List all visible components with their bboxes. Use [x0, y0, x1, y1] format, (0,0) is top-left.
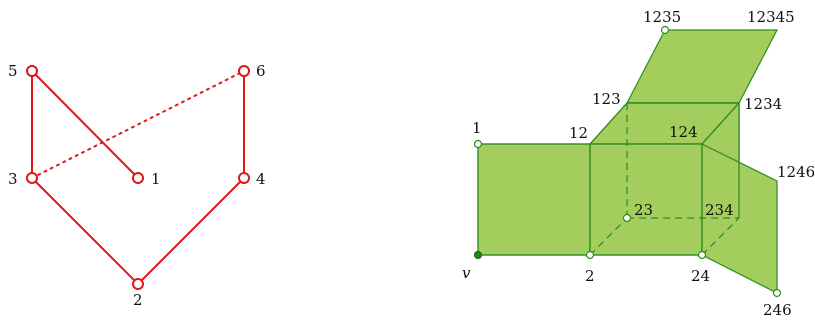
poset-node-2: [132, 278, 144, 290]
poset-node-6: [238, 65, 250, 77]
face-left-square: [477, 143, 591, 256]
cubical-complex: v 1 2 12 24 123 124 1234 1235 12345 1246…: [462, 8, 815, 319]
face-top-parallelogram: [626, 29, 778, 104]
edge-2-3: [31, 177, 139, 285]
label-23: 23: [634, 201, 653, 219]
label-2: 2: [585, 267, 595, 285]
label-246: 246: [763, 301, 792, 319]
label-1234: 1234: [744, 95, 782, 113]
edge-124-1234: [701, 102, 740, 145]
vertex-23: [622, 213, 632, 223]
poset-node-5: [26, 65, 38, 77]
label-234: 234: [705, 201, 734, 219]
label-12: 12: [569, 124, 588, 142]
poset-label-2: 2: [133, 291, 143, 309]
vertex-v: [473, 250, 483, 260]
vertex-2: [585, 250, 595, 260]
label-v: v: [462, 264, 471, 282]
vertex-1: [473, 139, 483, 149]
edge-2-4: [137, 177, 245, 285]
hidden-edge-2-23: [589, 217, 628, 256]
label-124: 124: [669, 123, 698, 141]
poset-node-3: [26, 172, 38, 184]
label-12345: 12345: [747, 8, 795, 26]
label-1235: 1235: [643, 8, 681, 26]
hidden-edge-24-234: [701, 217, 740, 256]
dotted-edge-3-6: [31, 70, 245, 179]
poset-label-6: 6: [256, 62, 266, 80]
poset-label-3: 3: [8, 170, 18, 188]
edge-12-123: [589, 102, 628, 145]
poset-label-5: 5: [8, 62, 18, 80]
poset-label-4: 4: [256, 170, 266, 188]
label-123: 123: [592, 90, 621, 108]
poset-node-1: [132, 172, 144, 184]
edge-1-5: [31, 70, 139, 179]
vertex-24: [697, 250, 707, 260]
label-1246: 1246: [777, 163, 815, 181]
poset-label-1: 1: [151, 170, 161, 188]
label-1: 1: [472, 119, 482, 137]
vertex-246: [772, 288, 782, 298]
poset-diagram: 5 6 3 1 4 2: [8, 62, 266, 309]
label-24: 24: [691, 267, 710, 285]
face-cube-front: [589, 143, 703, 256]
poset-node-4: [238, 172, 250, 184]
vertex-1235: [660, 25, 670, 35]
